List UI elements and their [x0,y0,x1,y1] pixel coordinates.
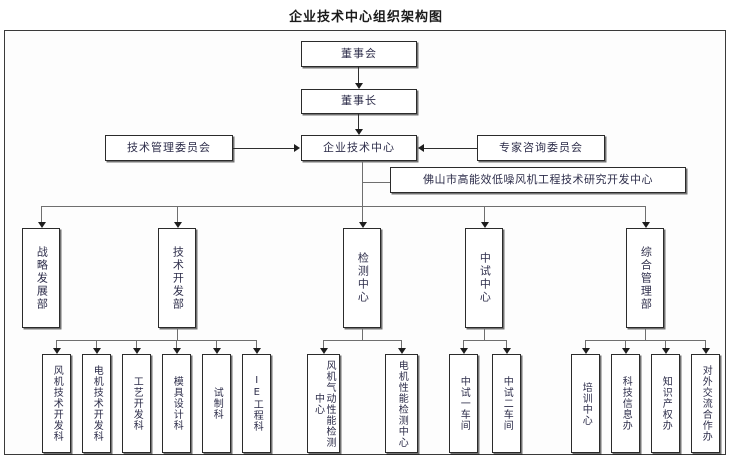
drop-strategy [41,206,42,224]
node-intellectual-property-office[interactable]: 知识产权办 [651,354,680,453]
arrow-ip-office [662,348,670,354]
node-testing-center[interactable]: 检测中心 [343,228,381,328]
drop-fan-aero-test [323,340,324,350]
diagram-frame: 董事会 董事长 企业技术中心 技术管理委员会 专家咨询委员会 佛山市高能效低噪风… [4,30,726,455]
drop-pilot [484,206,485,224]
arrow-sci-tech-info [622,348,630,354]
arrow-training-center [582,348,590,354]
node-process-development-section[interactable]: 工艺开发科 [122,354,151,453]
drop-sci-tech-info [625,340,626,350]
drop-mold-design [176,340,177,350]
arrow-fan-tech-dev [53,348,61,354]
arrow-trial-manufacture [213,348,221,354]
node-external-exchange-cooperation-office[interactable]: 对外交流合作办 [691,354,720,453]
drop-process-dev [136,340,137,350]
stem-pilot [484,328,485,340]
node-motor-tech-development-section[interactable]: 电机技术开发科 [82,354,111,453]
connector-expertcommittee-center [424,148,477,149]
node-training-center[interactable]: 培训中心 [571,354,600,453]
drop-testing [362,206,363,224]
drop-motor-perf-test [401,340,402,350]
node-board[interactable]: 董事会 [301,41,417,67]
arrow-strategy [38,222,46,228]
node-mold-design-section[interactable]: 模具设计科 [162,354,191,453]
arrow-techcommittee-center [294,144,300,152]
connector-techcommittee-center [233,148,294,149]
arrow-admin [642,222,650,228]
connector-trunk-research [362,182,390,183]
arrow-pilot-shop-1 [460,348,468,354]
bus-testing-children [323,340,401,341]
arrow-expertcommittee-center [418,144,424,152]
node-motor-performance-test-center[interactable]: 电机性能检测中心 [385,354,418,453]
arrow-chairman-center [355,129,363,135]
arrow-testing [359,222,367,228]
arrow-motor-perf-test [398,348,406,354]
drop-fan-tech-dev [56,340,57,350]
node-science-tech-information-office[interactable]: 科技信息办 [611,354,640,453]
node-general-admin-dept[interactable]: 综合管理部 [626,228,664,328]
stem-admin [645,328,646,340]
drop-external-coop [705,340,706,350]
drop-trial-manufacture [216,340,217,350]
node-trial-manufacture-section[interactable]: 试制科 [202,354,231,453]
drop-tech-dev [177,206,178,224]
drop-ie-engineering [256,340,257,350]
node-fan-tech-development-section[interactable]: 风机技术开发科 [42,354,71,453]
drop-training-center [585,340,586,350]
arrow-pilot-shop-2 [503,348,511,354]
node-expert-advisory-committee[interactable]: 专家咨询委员会 [477,135,605,161]
drop-ip-office [665,340,666,350]
arrow-external-coop [702,348,710,354]
arrow-tech-dev [174,222,182,228]
connector-center-trunk [362,161,363,221]
drop-admin [645,206,646,224]
arrow-ie-engineering [253,348,261,354]
connector-board-chairman [358,67,359,85]
arrow-process-dev [133,348,141,354]
arrow-board-chairman [355,83,363,89]
drop-motor-tech-dev [96,340,97,350]
node-pilot-center[interactable]: 中试中心 [465,228,503,328]
drop-pilot-shop-1 [463,340,464,350]
node-strategy-development-dept[interactable]: 战略发展部 [22,228,60,328]
stem-tech-dev [177,328,178,340]
bus-departments [41,206,645,207]
bus-admin-children [585,340,705,341]
node-technology-development-dept[interactable]: 技术开发部 [158,228,196,328]
node-research-development-center[interactable]: 佛山市高能效低噪风机工程技术研究开发中心 [390,167,686,193]
drop-pilot-shop-2 [506,340,507,350]
arrow-fan-aero-test [320,348,328,354]
arrow-motor-tech-dev [93,348,101,354]
node-ie-engineering-section[interactable]: IE工程科 [242,354,271,453]
stem-testing [362,328,363,340]
bus-pilot-children [463,340,506,341]
node-pilot-workshop-2[interactable]: 中试二车间 [492,354,521,453]
node-enterprise-tech-center[interactable]: 企业技术中心 [301,135,417,161]
page-title: 企业技术中心组织架构图 [288,10,443,25]
node-pilot-workshop-1[interactable]: 中试一车间 [449,354,478,453]
node-chairman[interactable]: 董事长 [301,89,417,114]
arrow-mold-design [173,348,181,354]
node-tech-management-committee[interactable]: 技术管理委员会 [105,135,233,161]
node-fan-aerodynamic-test-center[interactable]: 风机气动性能检测中心 [307,354,340,453]
bus-tech-dev-children [56,340,256,341]
arrow-pilot [481,222,489,228]
connector-chairman-center [358,114,359,131]
